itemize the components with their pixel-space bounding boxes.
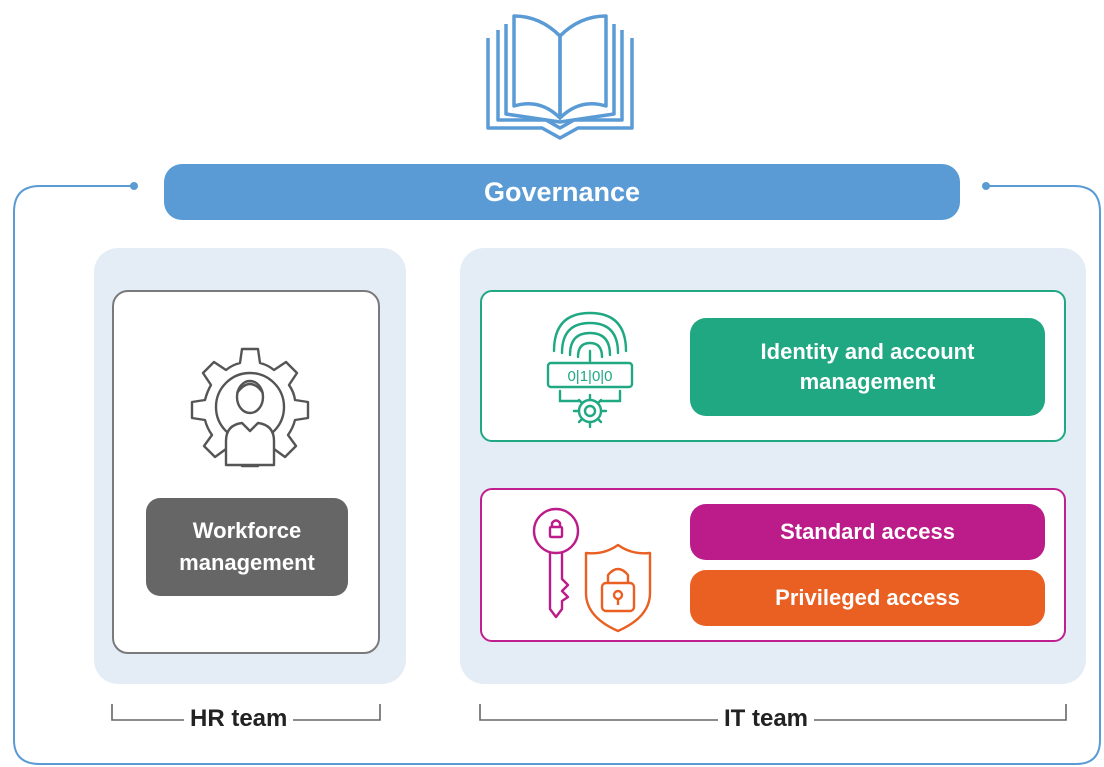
privileged-access-text: Privileged access — [775, 585, 960, 610]
identity-line-1: Identity and account — [760, 339, 975, 364]
governance-label: Governance — [483, 176, 641, 207]
gear-person-icon — [190, 347, 310, 468]
privileged-access-label: Privileged access — [690, 570, 1045, 626]
book-icon — [486, 14, 634, 140]
workforce-line-1: Workforce — [192, 518, 302, 543]
hr-team-label: HR team — [184, 705, 294, 733]
identity-line-2: management — [799, 369, 936, 394]
key-shield-lock-icon — [532, 507, 652, 633]
fingerprint-gear-icon: 0|1|0|0 — [546, 311, 634, 429]
standard-access-label: Standard access — [690, 504, 1045, 560]
standard-access-text: Standard access — [780, 519, 955, 544]
workforce-line-2: management — [179, 550, 315, 575]
workforce-management-label: Workforce management — [146, 498, 348, 596]
it-team-label: IT team — [718, 705, 815, 733]
binary-text: 0|1|0|0 — [567, 368, 612, 385]
governance-banner: Governance — [164, 164, 960, 220]
identity-account-management-label: Identity and account management — [690, 318, 1045, 416]
